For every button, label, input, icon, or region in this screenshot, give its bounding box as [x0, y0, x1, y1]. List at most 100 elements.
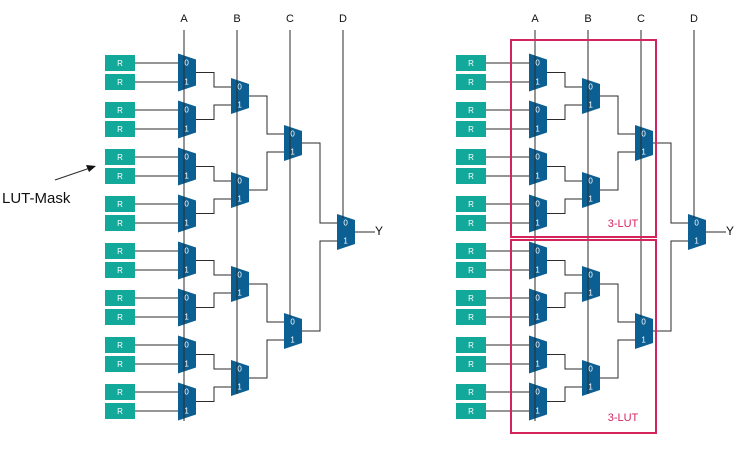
mux-input-0-label: 0	[588, 83, 593, 92]
mux-wire	[302, 240, 337, 332]
register-cell	[105, 403, 135, 419]
mux-input-1-label: 1	[535, 313, 540, 322]
mux-input-0-label: 0	[290, 130, 295, 139]
register-cell	[456, 102, 486, 118]
register-label: R	[468, 106, 474, 115]
mux-wire	[547, 260, 582, 276]
mux-input-0-label: 0	[641, 130, 646, 139]
register-label: R	[117, 172, 123, 181]
register-label: R	[117, 78, 123, 87]
register-cell	[456, 403, 486, 419]
register-label: R	[468, 360, 474, 369]
mux	[529, 288, 547, 327]
mux-wire	[196, 260, 231, 276]
mux	[178, 100, 196, 139]
mux-wire	[196, 104, 231, 120]
lut-box-lower	[510, 239, 657, 434]
register-label: R	[117, 153, 123, 162]
register-label: R	[468, 341, 474, 350]
mux-wire	[600, 283, 635, 323]
mux	[529, 100, 547, 139]
mux	[284, 125, 302, 161]
mux	[178, 241, 196, 280]
output-label: Y	[375, 224, 383, 238]
select-label-a: A	[180, 13, 188, 25]
mux	[635, 125, 653, 161]
mux-input-0-label: 0	[184, 59, 189, 68]
register-cell	[105, 121, 135, 137]
mux-input-0-label: 0	[237, 365, 242, 374]
mux-input-1-label: 1	[535, 407, 540, 416]
register-cell	[456, 356, 486, 372]
register-cell	[105, 243, 135, 259]
register-label: R	[468, 247, 474, 256]
mux-input-0-label: 0	[588, 271, 593, 280]
mux-wire	[249, 339, 284, 379]
mux-input-0-label: 0	[184, 388, 189, 397]
mux-wire	[196, 166, 231, 182]
register-cell	[456, 168, 486, 184]
mux	[231, 266, 249, 302]
mux-input-1-label: 1	[694, 237, 699, 246]
mux-wire	[302, 142, 337, 224]
register-label: R	[117, 341, 123, 350]
mux-wire	[547, 166, 582, 182]
mux-input-0-label: 0	[588, 177, 593, 186]
register-cell	[105, 337, 135, 353]
register-cell	[105, 384, 135, 400]
register-label: R	[468, 407, 474, 416]
mux-input-1-label: 1	[237, 289, 242, 298]
register-label: R	[468, 59, 474, 68]
register-cell	[456, 384, 486, 400]
mux	[231, 78, 249, 114]
mux	[529, 335, 547, 374]
register-cell	[105, 356, 135, 372]
mux	[178, 335, 196, 374]
mux-input-1-label: 1	[184, 78, 189, 87]
register-cell	[456, 74, 486, 90]
mux-wire	[600, 151, 635, 191]
mux	[529, 53, 547, 92]
register-cell	[105, 290, 135, 306]
register-cell	[105, 262, 135, 278]
register-label: R	[468, 219, 474, 228]
mux	[178, 382, 196, 421]
mux-input-1-label: 1	[588, 383, 593, 392]
mux-wire	[547, 104, 582, 120]
mux	[178, 288, 196, 327]
mux-wire	[249, 283, 284, 323]
mux-wire	[196, 386, 231, 402]
mux-wire	[249, 151, 284, 191]
register-label: R	[117, 106, 123, 115]
mux-input-0-label: 0	[237, 83, 242, 92]
mux-wire	[547, 354, 582, 370]
mux-input-1-label: 1	[535, 125, 540, 134]
output-label: Y	[726, 224, 734, 238]
mux-input-1-label: 1	[535, 266, 540, 275]
mux-wire	[653, 142, 688, 224]
mux-input-1-label: 1	[290, 336, 295, 345]
register-label: R	[468, 294, 474, 303]
select-label-c: C	[286, 13, 294, 25]
mux	[529, 194, 547, 233]
mux-wire	[547, 292, 582, 308]
mux-input-1-label: 1	[184, 360, 189, 369]
register-label: R	[117, 219, 123, 228]
mux-input-0-label: 0	[535, 153, 540, 162]
register-label: R	[468, 78, 474, 87]
mux-wire	[600, 95, 635, 135]
lut-mask-arrowhead	[86, 165, 96, 172]
register-label: R	[117, 388, 123, 397]
mux-input-1-label: 1	[184, 313, 189, 322]
register-cell	[105, 149, 135, 165]
select-label-b: B	[233, 13, 240, 25]
register-label: R	[468, 125, 474, 134]
mux	[635, 313, 653, 349]
register-label: R	[468, 172, 474, 181]
mux-input-1-label: 1	[641, 148, 646, 157]
lut-label-upper: 3-LUT	[608, 218, 639, 230]
register-cell	[105, 215, 135, 231]
register-cell	[456, 121, 486, 137]
register-cell	[456, 196, 486, 212]
